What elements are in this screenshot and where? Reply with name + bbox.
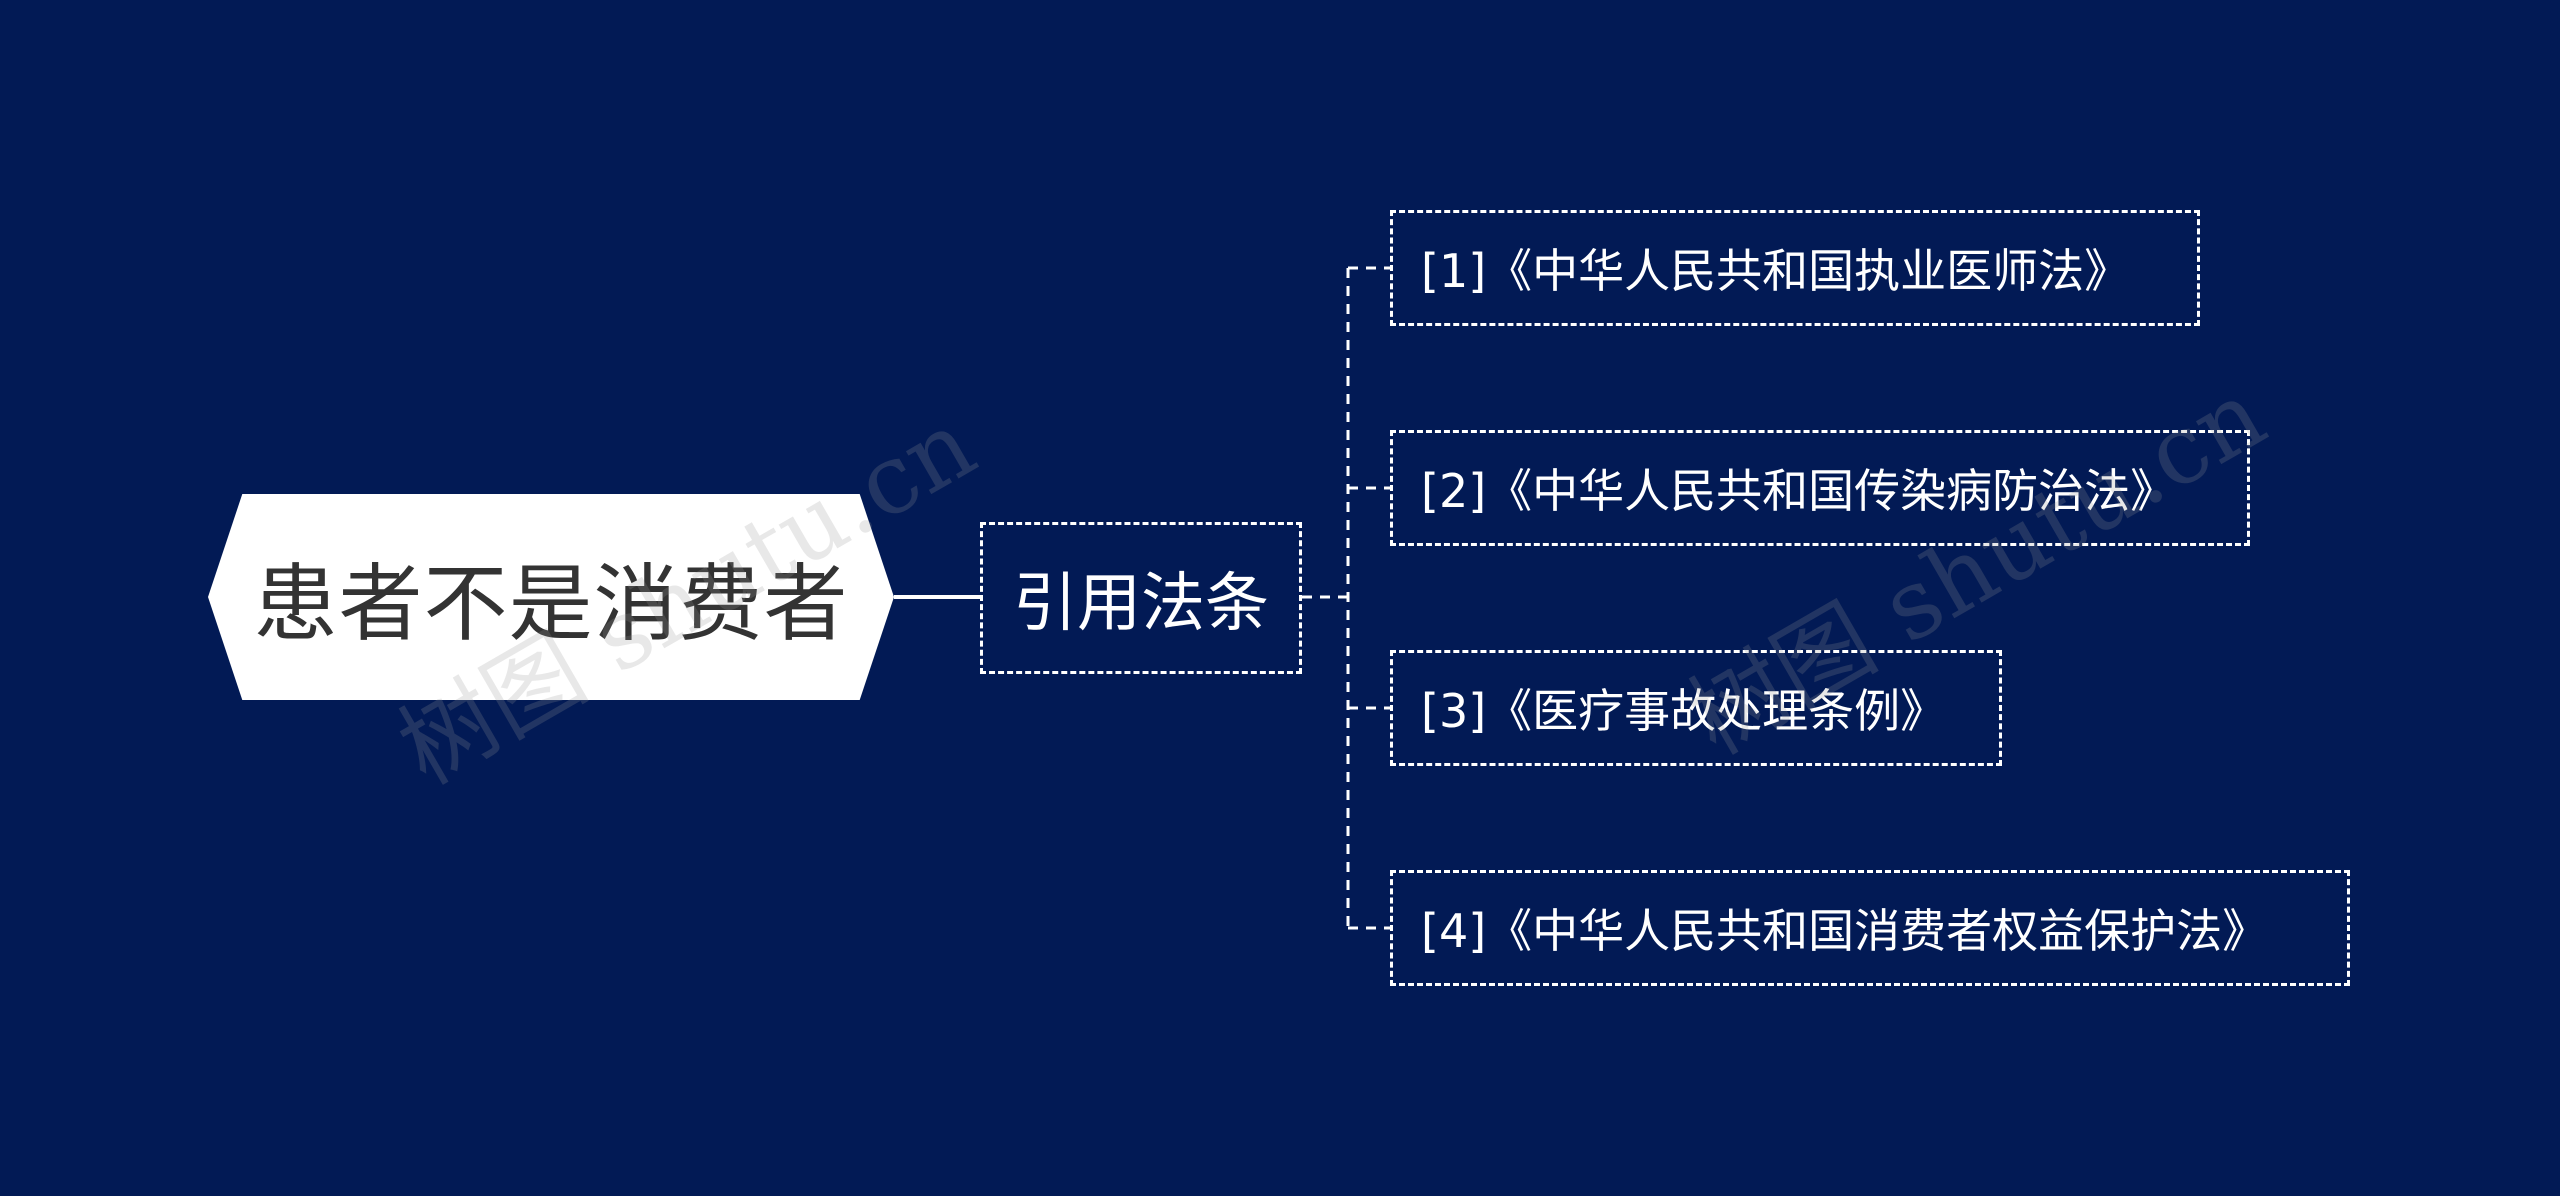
- law-node-label: [3]《医疗事故处理条例》: [1421, 684, 1947, 738]
- law-node-2[interactable]: [2]《中华人民共和国传染病防治法》: [1390, 430, 2250, 546]
- root-node[interactable]: 患者不是消费者: [208, 494, 894, 700]
- law-node-1[interactable]: [1]《中华人民共和国执业医师法》: [1390, 210, 2200, 326]
- law-node-4[interactable]: [4]《中华人民共和国消费者权益保护法》: [1390, 870, 2350, 986]
- category-node[interactable]: 引用法条: [980, 522, 1302, 674]
- category-node-label: 引用法条: [1013, 567, 1269, 641]
- root-node-label: 患者不是消费者: [253, 554, 849, 653]
- law-node-label: [4]《中华人民共和国消费者权益保护法》: [1421, 904, 2269, 958]
- law-node-label: [2]《中华人民共和国传染病防治法》: [1421, 464, 2177, 518]
- law-node-label: [1]《中华人民共和国执业医师法》: [1421, 244, 2131, 298]
- law-node-3[interactable]: [3]《医疗事故处理条例》: [1390, 650, 2002, 766]
